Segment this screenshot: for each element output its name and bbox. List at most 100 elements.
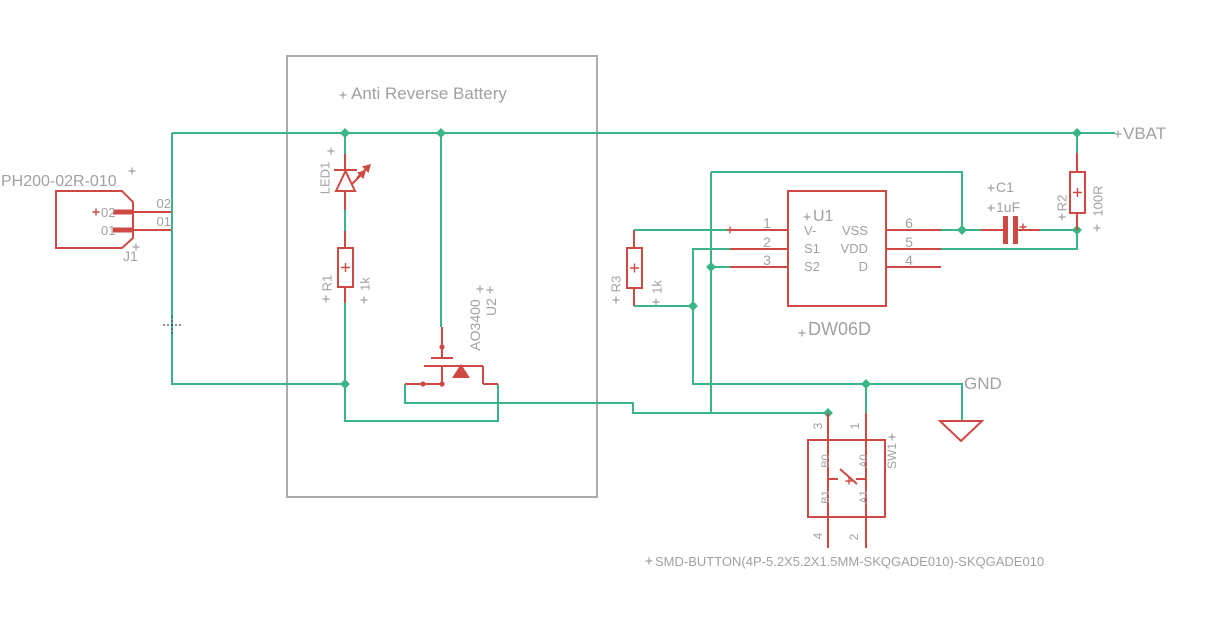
- junction-dot: [436, 128, 446, 138]
- u1-pin-name: S2: [804, 259, 820, 274]
- component-r3[interactable]: R3 1k: [609, 230, 665, 307]
- anchor-mark: [802, 212, 812, 222]
- r2-plus-mark: [1072, 187, 1083, 198]
- wire-gnd-run[interactable]: [692, 248, 963, 421]
- anchor-mark: [986, 183, 996, 193]
- u1-pin-number: 4: [905, 252, 913, 268]
- c1-plate[interactable]: [1013, 216, 1018, 244]
- u1-pin-name: V-: [804, 223, 816, 238]
- anchor-mark: [326, 146, 336, 156]
- j1-ref-label[interactable]: J1: [123, 248, 138, 264]
- j1-value-label[interactable]: PH200-02R-010: [1, 173, 117, 190]
- u1-pin-plus-mark: [725, 225, 735, 235]
- anchor-mark: [338, 90, 348, 100]
- r3-value-label[interactable]: 1k: [650, 280, 665, 294]
- led1-emission-arrowhead: [362, 164, 371, 173]
- net-label-vbat[interactable]: VBAT: [1113, 124, 1167, 143]
- component-u1[interactable]: U1 1 2 3 6 5 4 V- S1 S2 VSS VDD D DW06D: [725, 190, 942, 339]
- component-sw1[interactable]: 3 1 4 2 B0 A0 B1 A1 SW1 SMD-BUTTON(4P-5.…: [644, 413, 1045, 569]
- u1-value-label[interactable]: DW06D: [808, 319, 871, 339]
- u1-ref-label[interactable]: U1: [813, 208, 834, 225]
- component-j1[interactable]: PH200-02R-010 02 01 02 01 J1: [1, 166, 171, 265]
- r1-ref-label[interactable]: R1: [320, 275, 335, 292]
- c1-value-label[interactable]: 1uF: [996, 199, 1020, 215]
- wire-left-drop[interactable]: [171, 133, 345, 385]
- junction-dot: [340, 128, 350, 138]
- sw1-contact-label: A0: [858, 454, 870, 467]
- anchor-mark: [321, 294, 331, 304]
- u2-dot: [439, 344, 445, 350]
- net-label-gnd[interactable]: GND: [937, 374, 1002, 443]
- j1-pin-plus-mark: [91, 207, 101, 217]
- r2-ref-label[interactable]: R2: [1055, 195, 1070, 212]
- sw1-contact-label: B0: [820, 454, 832, 467]
- c1-ref-label[interactable]: C1: [996, 179, 1014, 195]
- u2-body-diode-arrow: [452, 364, 470, 378]
- sw1-value-label[interactable]: SMD-BUTTON(4P-5.2X5.2X1.5MM-SKQGADE010)-…: [655, 554, 1044, 569]
- u1-pin-number: 2: [763, 234, 771, 250]
- j1-pin-name: 01: [101, 223, 115, 238]
- wire-u1-pin5[interactable]: [941, 231, 1078, 250]
- anchor-mark: [359, 295, 369, 305]
- junction-dot: [861, 379, 871, 389]
- sw1-contact-label: B1: [820, 490, 832, 503]
- u2-dot: [420, 381, 426, 387]
- led1-emission-arrow: [351, 174, 362, 185]
- gnd-label[interactable]: GND: [964, 374, 1002, 393]
- r3-plus-mark: [629, 262, 640, 274]
- junction-dot: [1072, 128, 1082, 138]
- component-c1[interactable]: C1 1uF: [981, 179, 1040, 244]
- anchor-mark: [475, 284, 485, 294]
- sw1-pin-number: 2: [847, 533, 861, 540]
- u1-pin-name: VSS: [842, 223, 868, 238]
- sw1-pin-number: 3: [811, 422, 825, 429]
- r3-ref-label[interactable]: R3: [609, 276, 624, 293]
- led1-ref-label[interactable]: LED1: [318, 162, 333, 195]
- component-u2-mosfet[interactable]: AO3400 U2: [405, 284, 499, 387]
- u1-pin-name: D: [859, 259, 868, 274]
- component-r2[interactable]: R2 100R: [1055, 153, 1106, 233]
- sw1-ref-label[interactable]: SW1: [885, 443, 899, 469]
- component-led1[interactable]: LED1: [318, 146, 372, 211]
- junction-dot: [706, 262, 716, 272]
- u2-dot: [439, 381, 445, 387]
- u1-pin-number: 5: [905, 234, 913, 250]
- group-box-anti-reverse-battery[interactable]: Anti Reverse Battery: [286, 55, 598, 498]
- sw1-body[interactable]: [807, 439, 886, 518]
- origin-crosshair: [163, 316, 181, 334]
- sw1-pin-number: 4: [811, 532, 825, 539]
- junction-dot: [688, 301, 698, 311]
- vbat-label[interactable]: VBAT: [1123, 124, 1166, 143]
- c1-plate[interactable]: [1003, 216, 1008, 244]
- u1-pin-name: VDD: [841, 241, 868, 256]
- wiring: [163, 128, 1115, 422]
- gnd-symbol[interactable]: [937, 420, 985, 443]
- junction-dot: [340, 379, 350, 389]
- anchor-mark: [1057, 212, 1067, 222]
- anchor-mark: [644, 556, 654, 566]
- wire-output-run[interactable]: [404, 384, 828, 414]
- sw1-pin-number: 1: [848, 422, 862, 429]
- junction-dot: [957, 225, 967, 235]
- anchor-mark: [887, 432, 897, 442]
- anchor-mark: [485, 285, 495, 295]
- wire-u1-top[interactable]: [711, 171, 963, 230]
- r2-value-label[interactable]: 100R: [1091, 185, 1106, 216]
- led1-triangle[interactable]: [334, 168, 357, 192]
- j1-pin-number: 02: [157, 196, 171, 211]
- r1-value-label[interactable]: 1k: [358, 277, 373, 291]
- u1-pin-number: 1: [763, 215, 771, 231]
- u2-value-label[interactable]: AO3400: [467, 299, 483, 351]
- anchor-mark: [651, 297, 661, 307]
- component-r1[interactable]: R1 1k: [320, 231, 373, 305]
- r1-plus-mark: [340, 262, 351, 273]
- anchor-mark: [986, 203, 996, 213]
- u2-ref-label[interactable]: U2: [483, 298, 499, 316]
- group-box-title[interactable]: Anti Reverse Battery: [351, 84, 507, 103]
- group-box-outline[interactable]: [286, 55, 598, 498]
- anchor-mark: [611, 295, 621, 305]
- j1-body[interactable]: [55, 190, 134, 249]
- u1-body[interactable]: [787, 190, 887, 307]
